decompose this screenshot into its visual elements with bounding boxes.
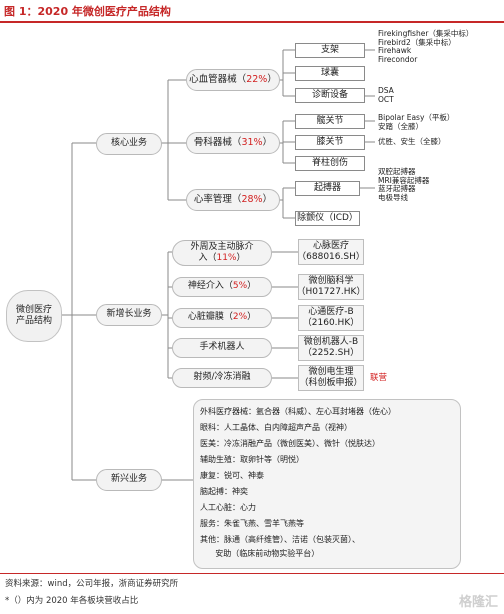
segment-emerging: 新兴业务 <box>96 469 162 491</box>
sub-hip: 膝关节 <box>295 135 365 150</box>
sub-diagnostic: 诊断设备 <box>295 88 365 103</box>
paren-close: ） <box>262 194 273 206</box>
growth-item-peripheral: 外周及主动脉介 入（11%） <box>172 240 272 266</box>
paren-close: ） <box>247 281 257 292</box>
leaf-diagnostic-products: DSA OCT <box>378 86 394 104</box>
figure-title: 图 1：2020 年微创医疗产品结构 <box>4 5 171 18</box>
footer-rule <box>0 573 504 574</box>
emerging-row: 服务：朱雀飞燕、雪羊飞燕等 <box>200 519 304 528</box>
paren-close: ） <box>267 74 277 86</box>
share-percent: 22% <box>246 74 268 86</box>
sub-spine: 脊柱创伤 <box>295 156 365 171</box>
leaf-stent-products: Firekingfisher（集采中标） Firebird2（集采中标） Fir… <box>378 29 474 64</box>
company-robot: 微创机器人-B （2252.SH） <box>298 335 364 361</box>
emerging-row: 外科医疗器械：氩合器（科威）、左心耳封堵器（佐心） <box>200 407 396 416</box>
emerging-row: 医美：冷冻消融产品（微创医美）、微针（悦肤达） <box>200 439 380 448</box>
emerging-row: 脑起搏：神奕 <box>200 487 248 496</box>
growth-label: 外周及主动脉介 入（ <box>190 241 254 263</box>
category-label: 骨科器械（ <box>193 137 242 149</box>
growth-label: 神经介入（ <box>187 281 233 292</box>
watermark-logo: 格隆汇 <box>458 595 498 610</box>
emerging-row: 安助（临床前动物实验平台） <box>200 549 320 558</box>
emerging-row: 人工心脏：心力 <box>200 503 256 512</box>
category-cardiovascular: 心血管器械（22%） <box>186 69 280 91</box>
paren-close: ） <box>247 312 257 323</box>
associate-tag: 联营 <box>370 373 388 383</box>
sub-knee: 髋关节 <box>295 114 365 129</box>
share-footnote: *（）内为 2020 年各板块营收占比 <box>5 596 139 606</box>
paren-close: ） <box>236 253 246 263</box>
growth-item-ablation: 射频/冷冻消融 <box>172 368 272 388</box>
title-rule <box>0 21 504 23</box>
share-percent: 31% <box>241 137 263 149</box>
category-rhythm-management: 心率管理（28%） <box>186 189 280 211</box>
company-neuro: 微创脑科学 （H01727.HK） <box>297 274 365 300</box>
category-orthopedic: 骨科器械（31%） <box>186 132 280 154</box>
source-note: 资料来源：wind，公司年报，浙商证券研究所 <box>5 579 179 589</box>
category-label: 心血管器械（ <box>189 74 247 86</box>
emerging-row: 辅助生殖：取卵针等（明悦） <box>200 455 304 464</box>
segment-core: 核心业务 <box>96 133 162 155</box>
sub-balloon: 球囊 <box>295 66 365 81</box>
leaf-pacemaker-products: 双腔起搏器 MRI兼容起搏器 蓝牙起搏器 电极导线 <box>378 167 430 202</box>
share-percent: 2% <box>232 312 248 323</box>
emerging-row: 眼科：人工晶体、白内障超声产品（视神） <box>200 423 352 432</box>
company-ablation: 微创电生理 （科创板申报） <box>298 365 364 391</box>
sub-stent: 支架 <box>295 43 365 58</box>
leaf-knee-products: Bipolar Easy（平板） 安踏（全膝） <box>378 113 455 131</box>
growth-item-valve: 心脏瓣膜（2%） <box>172 308 272 328</box>
emerging-row: 康复：锐可、神泰 <box>200 471 264 480</box>
segment-growth: 新增长业务 <box>96 304 162 326</box>
growth-item-neuro: 神经介入（5%） <box>172 277 272 297</box>
root-node: 微创医疗 产品结构 <box>6 290 62 342</box>
growth-label: 心脏瓣膜（ <box>187 312 233 323</box>
emerging-row: 其他：脉通（高纤维管）、洁诺（包装灭菌）、 <box>200 535 360 544</box>
share-percent: 28% <box>241 194 263 206</box>
company-peripheral: 心脉医疗 （688016.SH） <box>297 239 365 265</box>
emerging-panel: 外科医疗器械：氩合器（科威）、左心耳封堵器（佐心） 眼科：人工晶体、白内障超声产… <box>193 399 461 569</box>
share-percent: 5% <box>232 281 248 292</box>
share-percent: 11% <box>216 253 237 263</box>
paren-close: ） <box>262 137 273 149</box>
sub-pacemaker: 起搏器 <box>295 181 360 196</box>
leaf-hip-products: 优胜、安生（全膝） <box>378 137 446 146</box>
growth-item-robot: 手术机器人 <box>172 338 272 358</box>
category-label: 心率管理（ <box>193 194 242 206</box>
company-valve: 心通医疗-B （2160.HK） <box>298 305 364 331</box>
sub-icd: 除颤仪（ICD） <box>295 211 360 226</box>
